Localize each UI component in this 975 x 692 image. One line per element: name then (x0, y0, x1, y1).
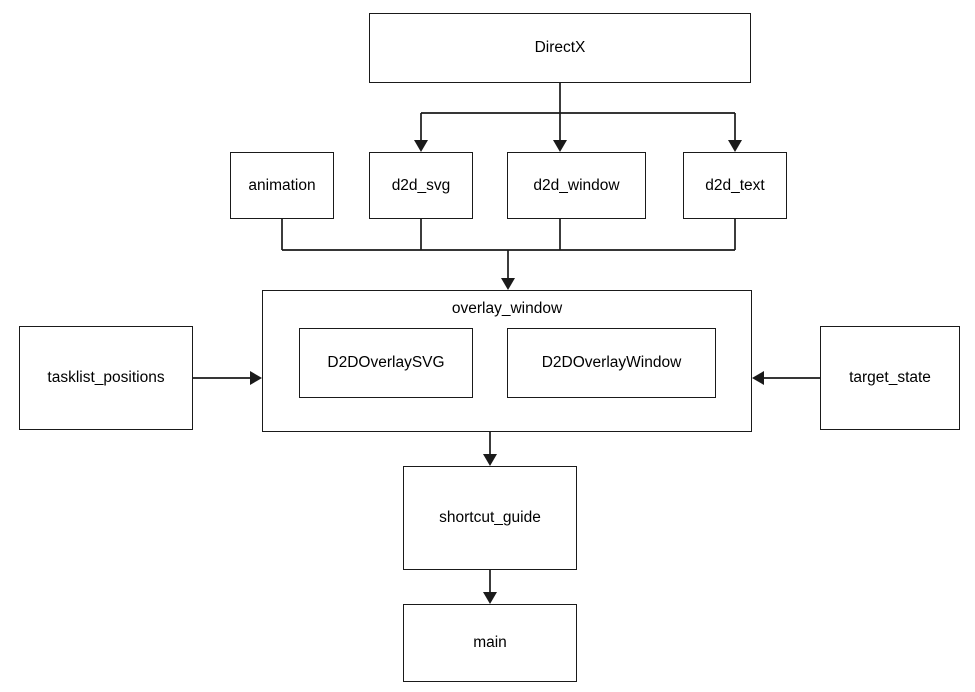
node-d2d-text[interactable]: d2d_text (683, 152, 787, 219)
arrowhead-main (483, 592, 497, 604)
node-d2d-text-label: d2d_text (705, 176, 765, 194)
node-tasklist-positions[interactable]: tasklist_positions (19, 326, 193, 430)
node-overlay-window[interactable]: overlay_window (262, 290, 752, 432)
node-target-state[interactable]: target_state (820, 326, 960, 430)
arrowhead-shortcut-guide (483, 454, 497, 466)
arrowhead-d2d-window (553, 140, 567, 152)
arrowhead-overlay-left (250, 371, 262, 385)
node-d2doverlaywindow-label: D2DOverlayWindow (541, 354, 682, 372)
node-d2d-svg[interactable]: d2d_svg (369, 152, 473, 219)
node-main[interactable]: main (403, 604, 577, 682)
node-d2d-window[interactable]: d2d_window (507, 152, 646, 219)
node-directx[interactable]: DirectX (369, 13, 751, 83)
arrowhead-d2d-text (728, 140, 742, 152)
node-target-state-label: target_state (849, 369, 931, 387)
arrowhead-overlay-right (752, 371, 764, 385)
node-d2d-window-label: d2d_window (533, 176, 620, 194)
arrowhead-d2d-svg (414, 140, 428, 152)
node-animation-label: animation (248, 176, 316, 194)
node-d2doverlaysvg-label: D2DOverlaySVG (327, 354, 445, 372)
node-main-label: main (473, 634, 507, 652)
node-animation[interactable]: animation (230, 152, 334, 219)
node-d2doverlaywindow[interactable]: D2DOverlayWindow (507, 328, 716, 398)
node-shortcut-guide[interactable]: shortcut_guide (403, 466, 577, 570)
node-tasklist-positions-label: tasklist_positions (47, 369, 165, 387)
arrowhead-overlay-window (501, 278, 515, 290)
node-overlay-window-label: overlay_window (451, 300, 563, 317)
node-d2d-svg-label: d2d_svg (391, 176, 451, 194)
node-d2doverlaysvg[interactable]: D2DOverlaySVG (299, 328, 473, 398)
node-directx-label: DirectX (534, 39, 586, 57)
node-shortcut-guide-label: shortcut_guide (439, 509, 541, 527)
